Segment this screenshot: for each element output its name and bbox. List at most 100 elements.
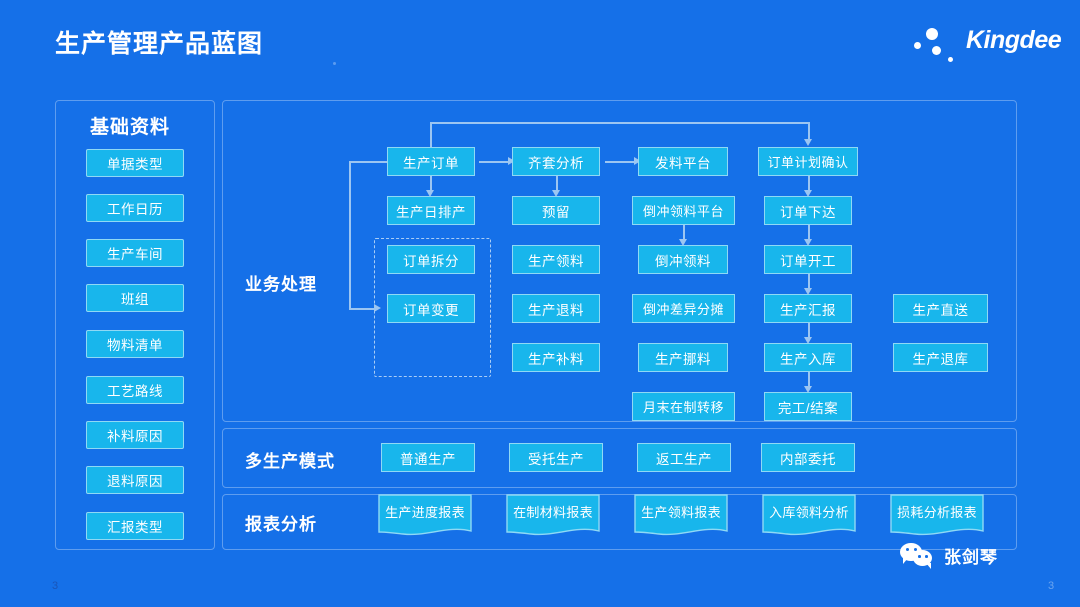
node-direct-delivery[interactable]: 生产直送 — [893, 294, 988, 323]
report-stockin-picking-analysis[interactable]: 入库领料分析 — [762, 494, 856, 538]
wechat-bubble-tail — [926, 563, 931, 569]
logo-dot-icon — [914, 42, 921, 49]
node-month-end-wip-transfer[interactable]: 月末在制转移 — [632, 392, 735, 421]
sidebar-item-document-type[interactable]: 单据类型 — [86, 149, 184, 177]
connector-order-left — [349, 161, 387, 163]
node-production-stock-return[interactable]: 生产退库 — [893, 343, 988, 372]
node-issue-platform[interactable]: 发料平台 — [638, 147, 728, 176]
slide-header: 生产管理产品蓝图 Kingdee — [0, 0, 1080, 82]
arrow-to-plan-confirm — [804, 139, 812, 146]
node-production-stock-in[interactable]: 生产入库 — [764, 343, 852, 372]
sidebar-item-workshop[interactable]: 生产车间 — [86, 239, 184, 267]
node-production-return[interactable]: 生产退料 — [512, 294, 600, 323]
business-process-title: 业务处理 — [245, 275, 317, 294]
sidebar-item-report-type[interactable]: 汇报类型 — [86, 512, 184, 540]
kingdee-logo: Kingdee — [914, 20, 1062, 64]
connector-to-plan-confirm — [808, 122, 810, 140]
connector-order-up — [430, 122, 432, 151]
node-order-change[interactable]: 订单变更 — [387, 294, 475, 323]
sidebar-item-supplement-reason[interactable]: 补料原因 — [86, 421, 184, 449]
business-process-panel — [222, 100, 1017, 422]
node-backflush-picking-platform[interactable]: 倒冲领料平台 — [632, 196, 735, 225]
arrow-order-to-kit — [508, 157, 515, 165]
connector-stockin-to-close — [808, 372, 810, 388]
node-completion-closing[interactable]: 完工/结案 — [764, 392, 852, 421]
node-reservation[interactable]: 预留 — [512, 196, 600, 225]
report-loss-analysis[interactable]: 损耗分析报表 — [890, 494, 984, 538]
logo-dot-icon — [932, 46, 941, 55]
node-production-supplement[interactable]: 生产补料 — [512, 343, 600, 372]
node-production-reporting[interactable]: 生产汇报 — [764, 294, 852, 323]
report-shape-icon — [378, 494, 472, 536]
report-label: 生产进度报表 — [385, 505, 465, 520]
logo-dot-icon — [948, 57, 953, 62]
node-backflush-variance-allocation[interactable]: 倒冲差异分摊 — [632, 294, 735, 323]
connector-left-down — [349, 161, 351, 309]
wechat-watermark: 张剑琴 — [900, 540, 998, 570]
basic-data-panel — [55, 100, 215, 550]
report-shape-icon — [634, 494, 728, 536]
arrow-kit-to-reserve — [552, 190, 560, 197]
connector-plan-to-release — [808, 176, 810, 192]
report-label: 损耗分析报表 — [897, 505, 977, 520]
connector-start-to-report — [808, 274, 810, 290]
page-number-left: 3 — [52, 580, 59, 592]
production-modes-panel — [222, 428, 1017, 488]
decorative-dot — [333, 62, 336, 65]
node-order-plan-confirm[interactable]: 订单计划确认 — [758, 147, 858, 176]
connector-to-order-change — [349, 308, 375, 310]
report-wip-material[interactable]: 在制材料报表 — [506, 494, 600, 538]
logo-text: Kingdee — [966, 26, 1062, 54]
arrow-report-to-stockin — [804, 337, 812, 344]
connector-report-to-stockin — [808, 323, 810, 339]
node-order-release[interactable]: 订单下达 — [764, 196, 852, 225]
arrow-release-to-start — [804, 239, 812, 246]
connector-order-to-kit — [479, 161, 509, 163]
report-label: 在制材料报表 — [513, 505, 593, 520]
node-production-picking[interactable]: 生产领料 — [512, 245, 600, 274]
arrow-to-order-change — [374, 304, 381, 312]
connector-kit-to-reserve — [556, 176, 558, 192]
report-shape-icon — [890, 494, 984, 536]
node-production-order[interactable]: 生产订单 — [387, 147, 475, 176]
wechat-eye — [918, 555, 921, 558]
mode-rework-production[interactable]: 返工生产 — [637, 443, 731, 472]
node-backflush-picking[interactable]: 倒冲领料 — [638, 245, 728, 274]
arrow-kit-to-issue — [634, 157, 641, 165]
node-kit-analysis[interactable]: 齐套分析 — [512, 147, 600, 176]
node-daily-scheduling[interactable]: 生产日排产 — [387, 196, 475, 225]
arrow-start-to-report — [804, 288, 812, 295]
connector-backflush-platform-to-pick — [683, 225, 685, 241]
connector-release-to-start — [808, 225, 810, 241]
mode-normal-production[interactable]: 普通生产 — [381, 443, 475, 472]
basic-data-title: 基础资料 — [90, 117, 171, 138]
node-order-split[interactable]: 订单拆分 — [387, 245, 475, 274]
arrow-stockin-to-close — [804, 386, 812, 393]
mode-internal-outsourcing[interactable]: 内部委托 — [761, 443, 855, 472]
logo-dot-icon — [926, 28, 938, 40]
report-label: 入库领料分析 — [769, 505, 849, 520]
report-production-progress[interactable]: 生产进度报表 — [378, 494, 472, 538]
wechat-eye — [925, 555, 928, 558]
wechat-bubble-small — [913, 550, 932, 566]
connector-top-loop — [430, 122, 809, 124]
page-title: 生产管理产品蓝图 — [55, 30, 264, 58]
node-order-start[interactable]: 订单开工 — [764, 245, 852, 274]
arrow-order-to-schedule — [426, 190, 434, 197]
sidebar-item-team[interactable]: 班组 — [86, 284, 184, 312]
mode-entrusted-production[interactable]: 受托生产 — [509, 443, 603, 472]
report-production-picking[interactable]: 生产领料报表 — [634, 494, 728, 538]
sidebar-item-work-calendar[interactable]: 工作日历 — [86, 194, 184, 222]
sidebar-item-bom[interactable]: 物料清单 — [86, 330, 184, 358]
report-analysis-title: 报表分析 — [245, 515, 317, 534]
report-analysis-panel — [222, 494, 1017, 550]
report-label: 生产领料报表 — [641, 505, 721, 520]
connector-order-to-schedule — [430, 176, 432, 192]
sidebar-item-routing[interactable]: 工艺路线 — [86, 376, 184, 404]
wechat-author-name: 张剑琴 — [944, 547, 998, 567]
sidebar-item-return-reason[interactable]: 退料原因 — [86, 466, 184, 494]
wechat-eye — [914, 548, 917, 551]
node-production-transfer-material[interactable]: 生产挪料 — [638, 343, 728, 372]
page-number-right: 3 — [1048, 580, 1055, 592]
